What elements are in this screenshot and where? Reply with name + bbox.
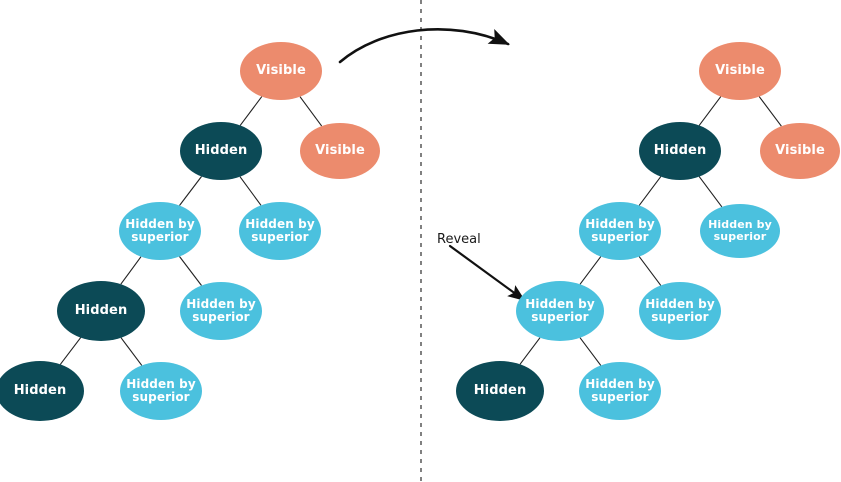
node-label: Visible (775, 142, 825, 158)
reveal-arrow (448, 244, 526, 302)
node-visible[interactable]: Visible (699, 42, 781, 100)
tree-edge (519, 337, 541, 365)
node-label: Hidden by superior (585, 216, 655, 244)
node-hidden-by-superior[interactable]: Hidden by superior (239, 202, 321, 260)
tree-edge (59, 337, 82, 365)
edges-before (59, 96, 323, 366)
tree-edge (299, 96, 323, 127)
tree-edge (698, 176, 723, 208)
node-hidden-by-superior[interactable]: Hidden by superior (700, 204, 780, 258)
transition-curved-arrow (338, 28, 510, 64)
node-label: Hidden by superior (186, 296, 256, 324)
tree-edge (120, 256, 142, 285)
node-label: Hidden (473, 382, 527, 398)
node-hidden[interactable]: Hidden (639, 122, 721, 180)
node-label: Hidden (194, 142, 248, 158)
node-hidden-by-superior[interactable]: Hidden by superior (119, 202, 201, 260)
node-hidden[interactable]: Hidden (0, 361, 84, 421)
node-hidden-by-superior[interactable]: Hidden by superior (516, 281, 604, 341)
node-label: Hidden by superior (645, 296, 715, 324)
node-visible[interactable]: Visible (240, 42, 322, 100)
tree-edge (239, 176, 262, 206)
node-label: Hidden by superior (126, 376, 196, 404)
tree-edge (698, 96, 722, 126)
tree-edge (758, 96, 782, 127)
node-hidden-by-superior[interactable]: Hidden by superior (639, 282, 721, 340)
node-hidden-by-superior[interactable]: Hidden by superior (120, 362, 202, 420)
tree-edge (120, 337, 143, 366)
node-hidden-by-superior[interactable]: Hidden by superior (579, 362, 661, 420)
annotation-reveal: Reveal (437, 232, 481, 247)
node-label: Hidden by superior (708, 217, 772, 243)
node-label: Visible (715, 62, 765, 78)
node-label: Hidden (13, 382, 67, 398)
edges-after (519, 96, 782, 366)
node-hidden[interactable]: Hidden (57, 281, 145, 341)
node-hidden[interactable]: Hidden (180, 122, 262, 180)
node-label: Hidden by superior (525, 296, 595, 324)
node-hidden-by-superior[interactable]: Hidden by superior (579, 202, 661, 260)
tree-edge (179, 256, 202, 286)
node-label: Hidden by superior (245, 216, 315, 244)
node-visible[interactable]: Visible (760, 123, 840, 179)
node-label: Visible (256, 62, 306, 78)
node-hidden[interactable]: Hidden (456, 361, 544, 421)
node-hidden-by-superior[interactable]: Hidden by superior (180, 282, 262, 340)
node-label: Hidden by superior (585, 376, 655, 404)
node-label: Visible (315, 142, 365, 158)
tree-edge (638, 176, 662, 206)
node-label: Hidden by superior (125, 216, 195, 244)
tree-edge (179, 176, 202, 206)
tree-edge (239, 96, 263, 126)
tree-edge (579, 337, 602, 366)
tree-edge (579, 256, 602, 285)
tree-edge (638, 256, 662, 286)
node-visible[interactable]: Visible (300, 123, 380, 179)
node-label: Hidden (653, 142, 707, 158)
node-label: Hidden (74, 302, 128, 318)
